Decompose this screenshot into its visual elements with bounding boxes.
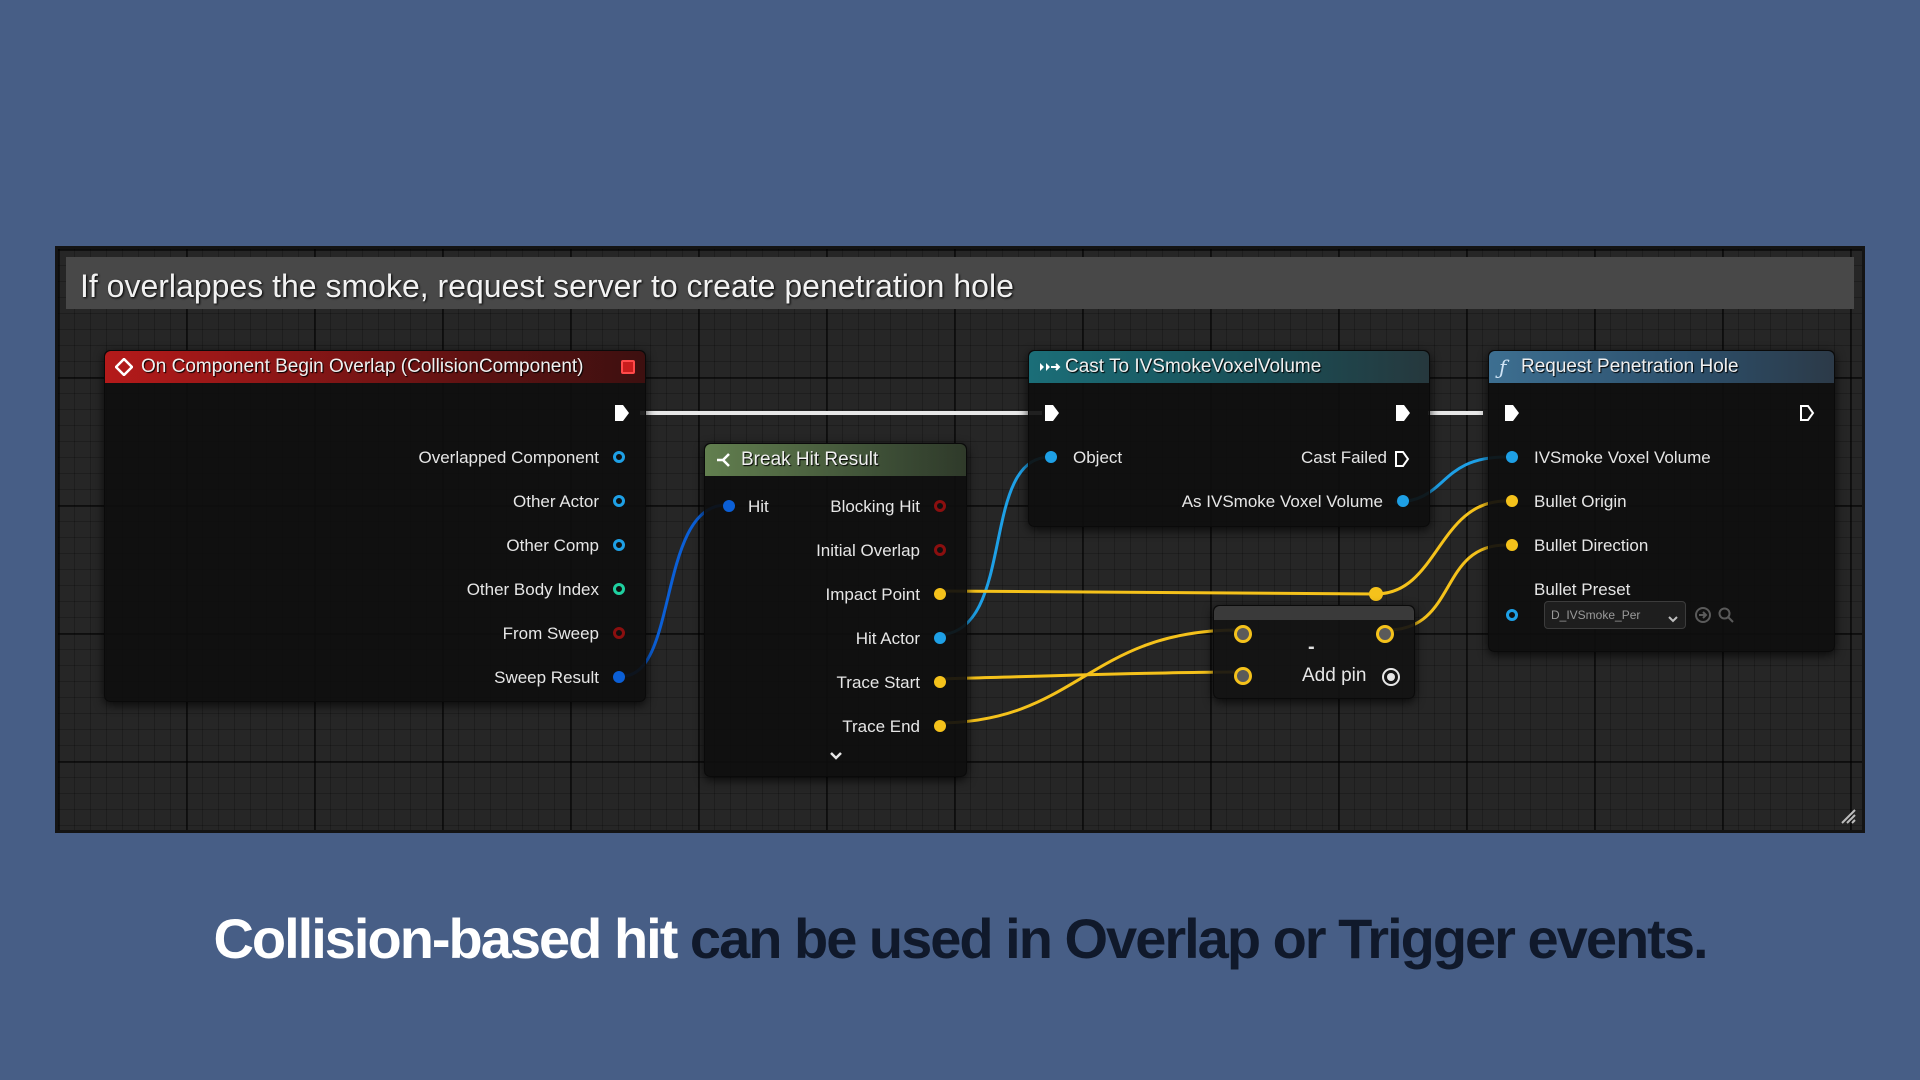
pin-other-body-index[interactable] [613,583,625,595]
pin-overlapped-component[interactable] [613,451,625,463]
caption-highlight: Collision-based hit [213,907,678,970]
vector-wire [936,499,1507,596]
pin-trace-end[interactable] [934,720,946,732]
exec-input-pin[interactable] [1043,403,1061,423]
node-top-bar [1214,606,1414,620]
chevron-down-icon [1667,611,1679,623]
comment-box-header[interactable]: If overlappes the smoke, request server … [66,257,1854,309]
pin-label-impact-point: Impact Point [825,585,921,604]
node-header: Break Hit Result [705,444,966,476]
pin-bullet-preset[interactable] [1506,609,1518,621]
pin-hit-actor[interactable] [934,632,946,644]
wire-reroute-knot [1369,587,1383,601]
resize-grip-icon[interactable] [1838,806,1856,824]
preset-value: D_IVSmoke_Per [1551,608,1641,622]
exec-output-pin[interactable] [1394,403,1412,423]
function-icon: ƒ [1499,355,1507,379]
caption-rest: can be used in Overlap or Trigger events… [676,907,1709,970]
pin-label-initial-overlap: Initial Overlap [816,541,920,560]
node-title: Cast To IVSmokeVoxelVolume [1065,356,1322,377]
exec-cast-failed-pin[interactable] [1393,449,1411,469]
pin-label-object: Object [1073,448,1123,467]
chevron-down-icon[interactable] [828,749,844,761]
exec-output-pin[interactable] [613,403,631,423]
subtract-symbol: - [1308,636,1315,658]
pin-impact-point[interactable] [934,588,946,600]
pin-voxel-volume-input[interactable] [1506,451,1518,463]
pin-label-sweep-result: Sweep Result [494,668,599,687]
node-title: Break Hit Result [741,449,879,470]
pin-label-blocking-hit: Blocking Hit [830,497,920,516]
use-selected-asset-icon[interactable] [1694,606,1712,624]
pin-label-bullet-preset: Bullet Preset [1534,580,1631,599]
pin-label-voxel-volume-input: IVSmoke Voxel Volume [1534,448,1711,467]
pin-label-hit: Hit [748,497,769,516]
pin-label-bullet-direction: Bullet Direction [1534,536,1649,555]
function-node-request-penetration-hole[interactable]: ƒ Request Penetration Hole IVSmoke Voxel… [1488,350,1835,652]
pin-label-other-body-index: Other Body Index [466,580,599,599]
event-node-begin-overlap[interactable]: On Component Begin Overlap (CollisionCom… [104,350,646,702]
pin-bullet-direction[interactable] [1506,539,1518,551]
pin-label-trace-end: Trace End [842,717,920,736]
subtract-node[interactable]: - Add pin [1213,605,1415,699]
blueprint-graph[interactable]: If overlappes the smoke, request server … [55,246,1865,833]
pin-subtract-b[interactable] [1234,667,1252,685]
node-header: Cast To IVSmokeVoxelVolume [1029,351,1429,383]
pin-other-comp[interactable] [613,539,625,551]
delegate-pin-icon[interactable] [621,360,635,374]
pin-other-actor[interactable] [613,495,625,507]
exec-input-pin[interactable] [1503,403,1521,423]
add-pin-label[interactable]: Add pin [1302,665,1367,686]
browse-search-icon[interactable] [1717,606,1735,624]
pin-object[interactable] [1045,451,1057,463]
pin-initial-overlap[interactable] [934,544,946,556]
pin-label-other-comp: Other Comp [506,536,599,555]
bullet-preset-dropdown[interactable]: D_IVSmoke_Per [1544,601,1686,629]
node-header: ƒ Request Penetration Hole [1489,351,1834,383]
exec-output-pin[interactable] [1798,403,1816,423]
pin-label-hit-actor: Hit Actor [855,629,920,648]
comment-title: If overlappes the smoke, request server … [80,268,1014,304]
pin-label-cast-failed: Cast Failed [1301,448,1387,467]
pin-sweep-result[interactable] [613,671,625,683]
pin-label-from-sweep: From Sweep [502,624,599,643]
pin-from-sweep[interactable] [613,627,625,639]
pin-bullet-origin[interactable] [1506,495,1518,507]
pin-subtract-a[interactable] [1234,625,1252,643]
pin-label-bullet-origin: Bullet Origin [1534,492,1627,511]
pin-trace-start[interactable] [934,676,946,688]
pin-hit[interactable] [723,500,735,512]
pin-label-as-voxel-volume: As IVSmoke Voxel Volume [1181,492,1383,511]
node-header: On Component Begin Overlap (CollisionCom… [105,351,645,383]
pin-blocking-hit[interactable] [934,500,946,512]
pin-as-voxel-volume[interactable] [1397,495,1409,507]
event-diamond-icon [114,357,134,377]
pin-label-other-actor: Other Actor [513,492,599,511]
pin-label-trace-start: Trace Start [836,673,920,692]
node-title: On Component Begin Overlap (CollisionCom… [141,356,584,377]
node-title: Request Penetration Hole [1521,356,1739,377]
pin-subtract-result[interactable] [1376,625,1394,643]
break-hit-result-node[interactable]: Break Hit Result Hit Blocking Hit Initia… [704,443,967,777]
add-pin-icon[interactable] [1381,667,1401,687]
slide-caption: Collision-based hit can be used in Overl… [0,906,1920,971]
cast-node[interactable]: Cast To IVSmokeVoxelVolume Object Cast F… [1028,350,1430,527]
break-struct-icon [715,451,733,469]
vector-wire [936,628,1239,725]
pin-label-overlapped-component: Overlapped Component [418,448,599,467]
cast-arrows-icon [1039,358,1061,376]
